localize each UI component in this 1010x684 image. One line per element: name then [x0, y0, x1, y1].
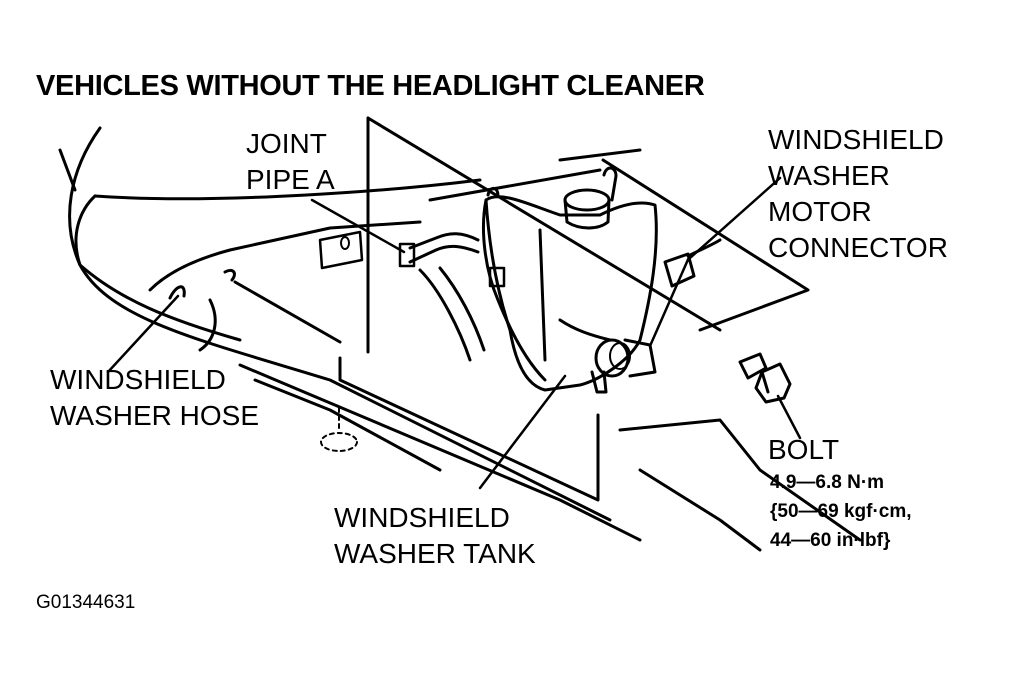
label-joint-pipe-a: JOINT PIPE A [246, 128, 335, 195]
washer-hose [168, 230, 486, 362]
leader-lines [106, 176, 802, 490]
dashed-mount-point [320, 407, 358, 452]
cutaway-planes [233, 116, 810, 502]
washer-motor [594, 238, 722, 378]
vehicle-body-outline [58, 126, 862, 552]
label-windshield-washer-motor-connector: WINDSHIELD WASHER MOTOR CONNECTOR [768, 124, 948, 263]
figure-code: G01344631 [36, 592, 136, 613]
bolt-shape [738, 352, 792, 404]
diagram-title: VEHICLES WITHOUT THE HEADLIGHT CLEANER [36, 70, 705, 102]
label-windshield-washer-hose: WINDSHIELD WASHER HOSE [50, 364, 259, 431]
label-bolt-torque: 4.9—6.8 N·m {50—69 kgf·cm, 44—60 in·lbf} [770, 472, 912, 551]
label-windshield-washer-tank: WINDSHIELD WASHER TANK [334, 502, 536, 569]
washer-tank-shape [481, 166, 658, 394]
label-bolt: BOLT [768, 434, 840, 465]
